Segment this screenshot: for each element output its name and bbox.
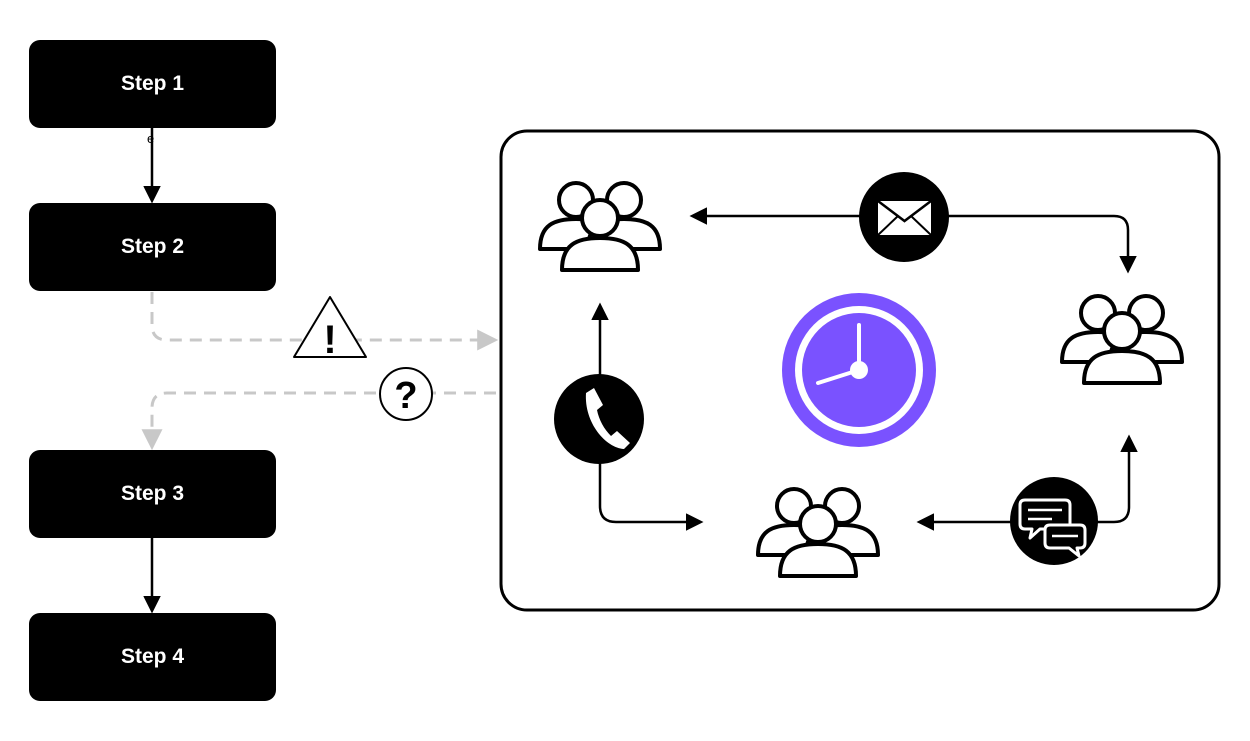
warning-icon: ! (293, 296, 367, 362)
arrow-email-to-team-right (946, 214, 1137, 274)
dashed-connector-back (141, 391, 496, 451)
step-2-label: Step 2 (120, 235, 185, 258)
email-icon (859, 172, 949, 262)
dashed-connector-out (150, 292, 499, 351)
step-1-label: Step 1 (120, 72, 185, 95)
step-2-box: Step 2 (29, 203, 276, 291)
question-icon: ? (379, 367, 433, 421)
arrow-phone-to-team-bottom (598, 462, 704, 531)
question-glyph: ? (394, 375, 417, 417)
step-1-box: Step 1 (29, 40, 276, 128)
step-3-box: Step 3 (29, 450, 276, 538)
warning-glyph: ! (323, 318, 336, 362)
connector-note: e (147, 131, 155, 146)
step-4-label: Step 4 (120, 645, 185, 668)
step-4-box: Step 4 (29, 613, 276, 701)
clock-icon (782, 293, 936, 447)
chat-icon (1010, 477, 1098, 565)
phone-icon (554, 374, 644, 464)
step-3-label: Step 3 (120, 482, 185, 505)
arrow-chat-to-team-right (1096, 434, 1138, 524)
